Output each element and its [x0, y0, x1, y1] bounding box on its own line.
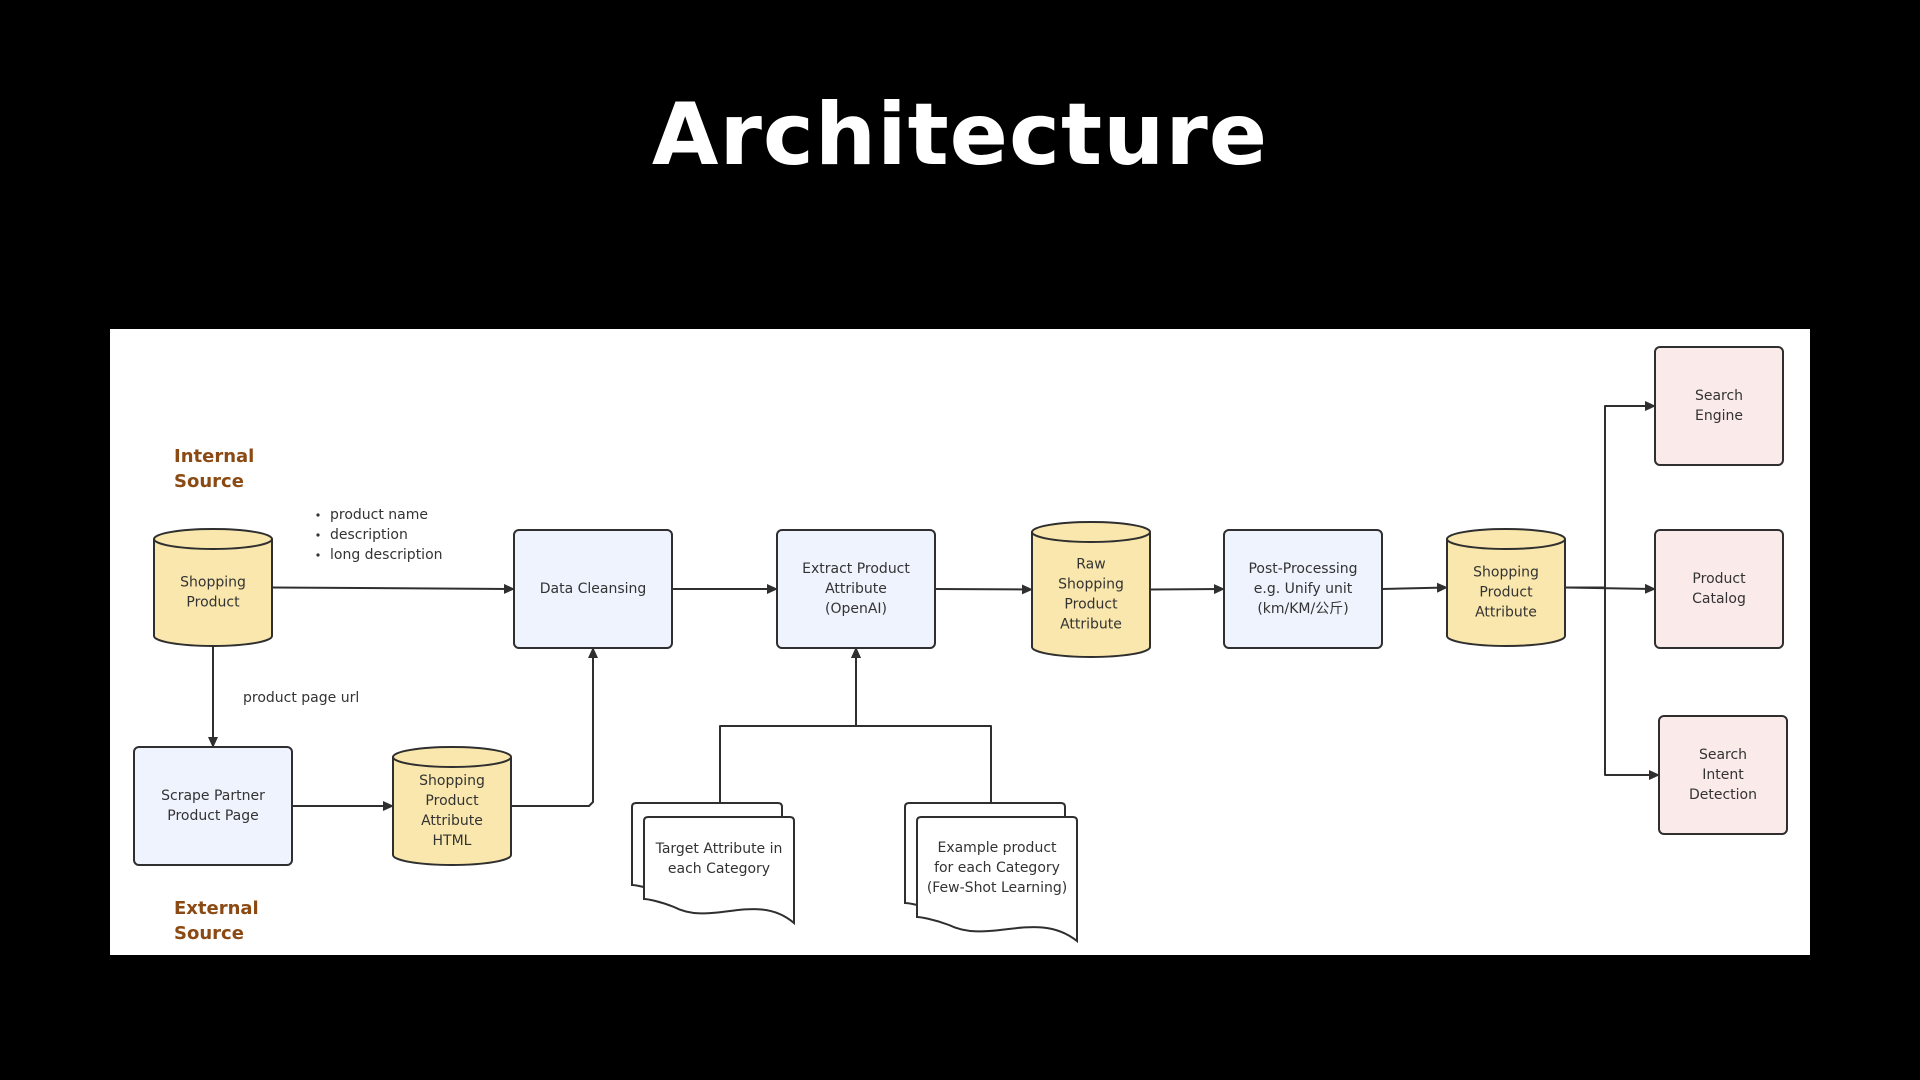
datastore-rim — [1031, 531, 1151, 543]
edge-shopping-product-to-data-cleansing — [271, 583, 515, 594]
attribute-bullet-list: product name description long description — [316, 507, 443, 563]
node-label-line: Attribute — [1475, 605, 1537, 621]
node-label-line: Scrape Partner — [161, 788, 265, 804]
bullet-dot — [316, 553, 320, 557]
node-label-line: (km/KM/公斤) — [1257, 601, 1348, 617]
node-label-line: (Few-Shot Learning) — [927, 880, 1067, 896]
datastore-rim — [1446, 538, 1566, 550]
node-label-line: Search — [1699, 747, 1747, 763]
node-label-line: Product — [1479, 585, 1533, 601]
attribute-list-item: product name — [330, 507, 428, 523]
datastore-cylinder — [392, 746, 512, 866]
edge-post-processing-to-shopping-product-attribute — [1381, 582, 1448, 593]
document-front-sheet — [916, 816, 1078, 944]
node-label-line: Product — [1692, 571, 1746, 587]
process-box — [776, 529, 936, 649]
edges-layer — [208, 401, 1660, 811]
edge-shopping-product-attribute-to-search-intent-detection — [1565, 586, 1660, 780]
node-label-line: for each Category — [934, 860, 1060, 876]
node-label-line: Data Cleansing — [540, 581, 647, 597]
node-label-line: Product — [1064, 597, 1118, 613]
node-label-line: Detection — [1689, 787, 1757, 803]
edge-example-product-doc-to-extract-product-attribute — [851, 647, 992, 803]
node-label-line: HTML — [433, 833, 472, 849]
node-label-line: Attribute — [1060, 617, 1122, 633]
slide-title: Architecture — [651, 85, 1269, 185]
node-label-line: Raw — [1076, 557, 1105, 573]
edge-extract-product-attribute-to-raw-shopping-product-attribute — [934, 584, 1033, 595]
datastore-rim — [392, 756, 512, 768]
node-label-line: Shopping — [1058, 577, 1124, 593]
node-label-line: Extract Product — [802, 561, 910, 577]
node-label-line: Post-Processing — [1248, 561, 1357, 577]
node-label-line: Shopping — [180, 575, 246, 591]
node-target-attribute-doc: Target Attribute in each Category — [631, 802, 795, 926]
node-label-line: each Category — [668, 861, 770, 877]
node-post-processing: Post-Processing e.g. Unify unit (km/KM/公斤) — [1223, 529, 1383, 649]
node-label-line: e.g. Unify unit — [1254, 581, 1353, 597]
node-label-line: Product — [425, 793, 479, 809]
node-label-line: Engine — [1695, 408, 1743, 424]
edge-shopping-product-attribute-html-to-data-cleansing — [511, 647, 598, 807]
datastore-cylinder — [1031, 521, 1151, 658]
node-label-line: Search — [1695, 388, 1743, 404]
node-label-line: Example product — [937, 840, 1057, 856]
datastore-cylinder — [1446, 528, 1566, 647]
process-box — [1223, 529, 1383, 649]
bullet-dot — [316, 513, 320, 517]
node-label-line: Target Attribute in — [655, 841, 783, 857]
node-label-line: Attribute — [421, 813, 483, 829]
node-label-line: Attribute — [825, 581, 887, 597]
node-label-line: Intent — [1702, 767, 1744, 783]
node-label-line: Product — [186, 595, 240, 611]
attribute-list-item: long description — [330, 547, 443, 563]
node-label-line: Product Page — [167, 808, 259, 824]
edge-raw-shopping-product-attribute-to-post-processing — [1149, 584, 1225, 595]
source-label-line: Source — [174, 923, 244, 944]
node-label-line: Shopping — [1473, 565, 1539, 581]
bullet-dot — [316, 533, 320, 537]
document-front-sheet — [643, 816, 795, 926]
node-example-product-doc: Example product for each Category (Few-Sho… — [904, 802, 1078, 944]
node-label-line: Shopping — [419, 773, 485, 789]
output-box — [1654, 529, 1784, 649]
output-box — [1658, 715, 1788, 835]
attribute-list-item: description — [330, 527, 408, 543]
process-box — [133, 746, 293, 866]
source-label-line: Source — [174, 471, 244, 492]
node-data-cleansing: Data Cleansing — [513, 529, 673, 649]
node-label-line: Catalog — [1692, 591, 1746, 607]
edge-label-product-page-url: product page url — [243, 690, 359, 706]
source-label-line: Internal — [174, 446, 254, 467]
datastore-cylinder — [153, 528, 273, 647]
source-label-line: External — [174, 898, 259, 919]
datastore-rim — [153, 538, 273, 550]
node-label-line: (OpenAI) — [825, 601, 887, 617]
output-box — [1654, 346, 1784, 466]
process-box — [513, 529, 673, 649]
